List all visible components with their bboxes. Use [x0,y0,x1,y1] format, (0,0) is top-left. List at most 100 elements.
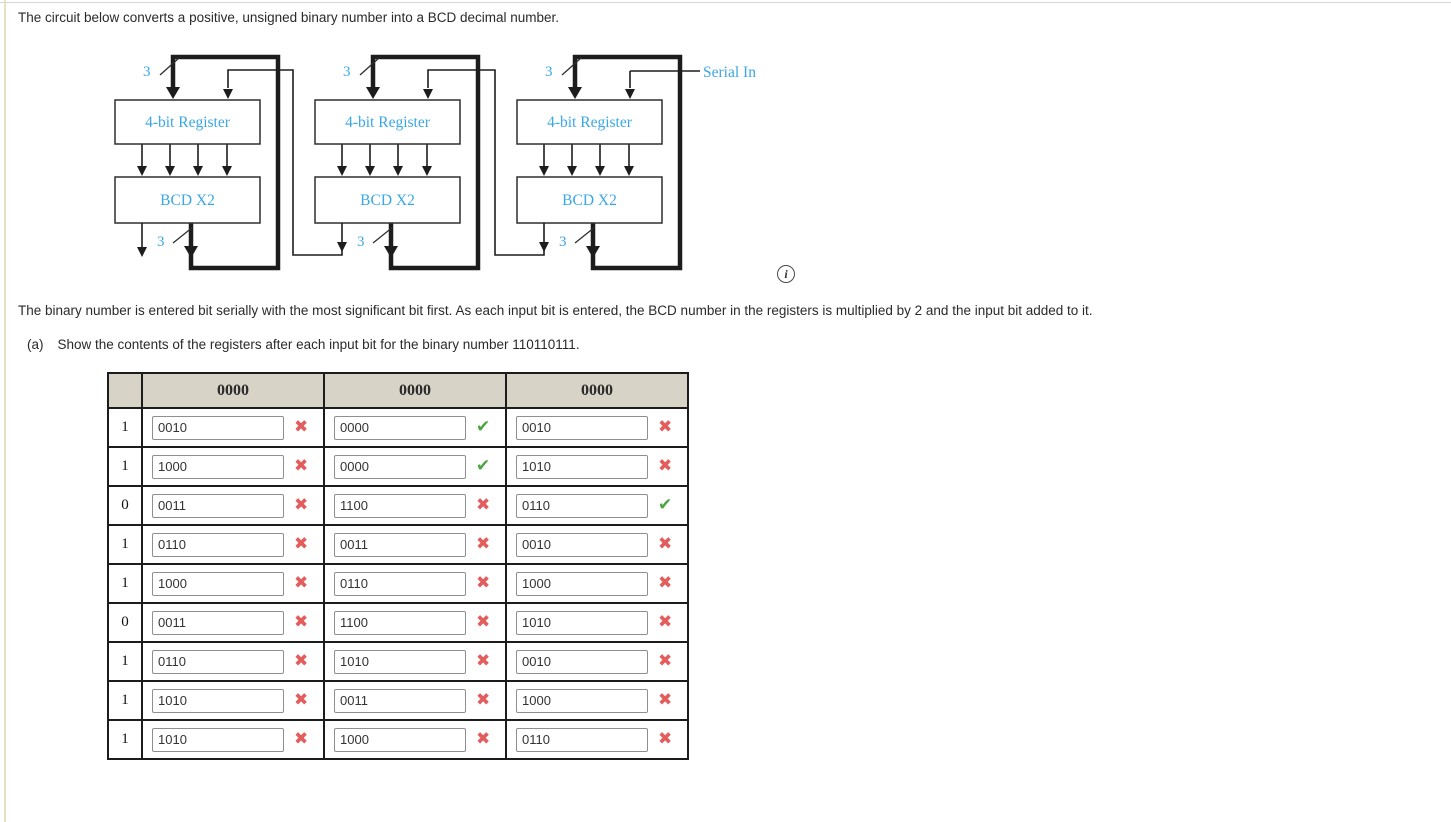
register-value-input[interactable] [152,493,284,518]
register-value-input[interactable] [516,688,648,713]
correct-mark-icon: ✔ [658,495,673,515]
arrowhead-icon [137,166,147,176]
incorrect-mark-icon: ✖ [294,495,309,515]
register-answer-cell: ✖ [505,407,689,448]
bcd-x2-box [114,176,261,224]
register-answer-cell: ✔ [323,446,507,487]
incorrect-mark-icon: ✖ [476,729,491,749]
register-value-input[interactable] [334,532,466,557]
bus-width-label: 3 [343,64,351,80]
register-value-input[interactable] [152,415,284,440]
input-bit-cell: 1 [107,407,143,448]
bus-slash [159,57,180,76]
register-answer-cell: ✖ [141,680,325,721]
incorrect-mark-icon: ✖ [476,495,491,515]
register-value-input[interactable] [152,532,284,557]
input-bit-cell: 1 [107,446,143,487]
feedback-bus-wire [370,54,481,271]
register-value-input[interactable] [516,571,648,596]
register-value-input[interactable] [516,532,648,557]
table-row: 1✖✔✖ [107,446,689,487]
register-value-input[interactable] [516,649,648,674]
bus-width-label: 3 [559,234,567,250]
register-answer-cell: ✖ [141,485,325,526]
register-value-input[interactable] [516,454,648,479]
register-answer-cell: ✔ [323,407,507,448]
register-value-input[interactable] [334,610,466,635]
register-answer-cell: ✖ [505,563,689,604]
arrowhead-icon [539,166,549,176]
register-answer-cell: ✖ [141,719,325,760]
register-value-input[interactable] [516,415,648,440]
register-value-input[interactable] [516,610,648,635]
incorrect-mark-icon: ✖ [476,612,491,632]
incorrect-mark-icon: ✖ [658,573,673,593]
table-row: 0 ✖ ✖ ✔ [107,485,689,526]
table-row: 1✖✖✖ [107,641,689,682]
bcd-x2-box-label: BCD X2 [160,192,215,209]
incorrect-mark-icon: ✖ [658,612,673,632]
serial-link-wire [427,69,545,256]
table-row: 1✖✖✖ [107,719,689,760]
register-value-input[interactable] [334,571,466,596]
input-bit-cell: 1 [107,680,143,721]
register-value-input[interactable] [152,688,284,713]
register-value-input[interactable] [152,454,284,479]
register-value-input[interactable] [516,493,648,518]
register-value-input[interactable] [152,649,284,674]
arrowhead-icon [193,166,203,176]
bus-slash [372,226,394,244]
table-row: 1✖✖✖ [107,563,689,604]
bus-slash [172,226,194,244]
register-value-input[interactable] [152,610,284,635]
register-box [516,99,663,145]
register-answer-cell: ✖ [505,641,689,682]
initial-register-value-header: 0000 [505,372,689,409]
serial-in-arrowhead-icon [625,89,635,99]
register-value-input[interactable] [334,727,466,752]
register-value-input[interactable] [516,727,648,752]
table-row: 1✖✔✖ [107,407,689,448]
bus-slash [359,57,380,76]
bcd-x2-box-label: BCD X2 [360,192,415,209]
description-text: The binary number is entered bit seriall… [18,303,1093,318]
input-bit-cell: 1 [107,641,143,682]
register-box-label: 4-bit Register [345,114,431,131]
input-bit-cell: 0 [107,602,143,643]
register-answer-cell: ✖ [505,680,689,721]
arrowhead-icon [539,242,549,252]
arrowhead-icon [337,166,347,176]
register-value-input[interactable] [334,649,466,674]
incorrect-mark-icon: ✖ [476,534,491,554]
arrowhead-icon [624,166,634,176]
incorrect-mark-icon: ✖ [476,690,491,710]
bus-width-label: 3 [545,64,553,80]
incorrect-mark-icon: ✖ [476,573,491,593]
register-value-input[interactable] [152,727,284,752]
bcd-x2-box [516,176,663,224]
register-value-input[interactable] [152,571,284,596]
bus-arrowhead-icon [384,246,398,258]
feedback-bus-wire [572,54,683,271]
register-value-input[interactable] [334,454,466,479]
register-value-input[interactable] [334,415,466,440]
input-bit-cell: 1 [107,563,143,604]
incorrect-mark-icon: ✖ [294,534,309,554]
register-box [114,99,261,145]
register-value-input[interactable] [334,493,466,518]
input-bit-cell: 1 [107,524,143,565]
initial-register-value-header: 0000 [141,372,325,409]
bcd-x2-box-label: BCD X2 [562,192,617,209]
arrowhead-icon [365,166,375,176]
initial-register-value-header: 0000 [323,372,507,409]
bus-slash [574,226,596,244]
arrowhead-icon [222,166,232,176]
register-value-input[interactable] [334,688,466,713]
register-answer-cell: ✖ [141,602,325,643]
arrowhead-icon [595,166,605,176]
input-bit-cell: 0 [107,485,143,526]
info-icon[interactable]: i [777,265,795,283]
input-bit-cell: 1 [107,719,143,760]
